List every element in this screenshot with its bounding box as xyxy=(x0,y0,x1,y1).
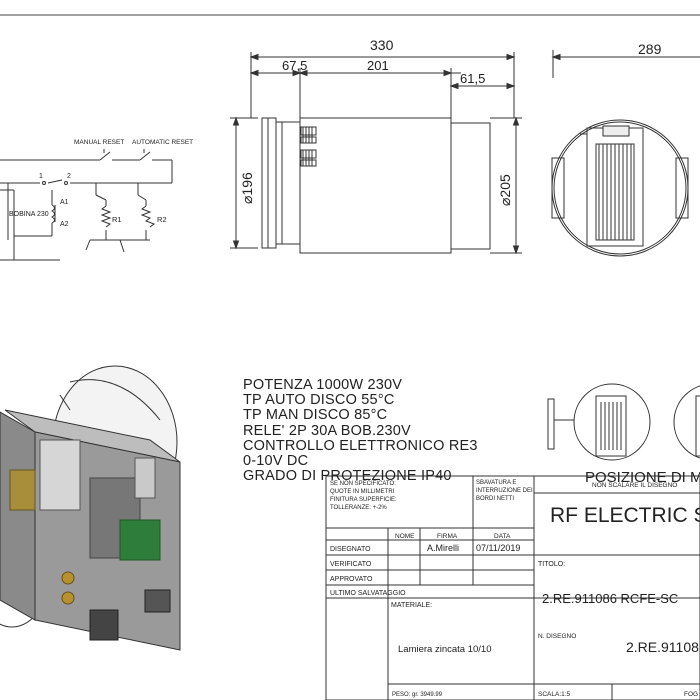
col-data: DATA xyxy=(494,533,511,540)
spec-line: RELE' 2P 30A BOB.230V xyxy=(243,422,411,439)
a2-label: A2 xyxy=(60,221,69,228)
dim-right-offset: 61,5 xyxy=(460,71,485,86)
n-disegno-label: N. DISEGNO xyxy=(538,633,576,640)
title-block-text: SE NON SPECIFICATO: QUOTE IN MILLIMETRI … xyxy=(330,480,700,698)
materiale-label: MATERIALE: xyxy=(391,602,432,609)
side-view: 330 67,5 201 61,5 ⌀196 xyxy=(230,37,522,255)
spec-line: CONTROLLO ELETTRONICO RE3 xyxy=(243,437,478,454)
spec-line: TP AUTO DISCO 55°C xyxy=(243,392,395,409)
spec-line: GRADO DI PROTEZIONE IP40 xyxy=(243,468,452,485)
row-ultimo-salvataggio: ULTIMO SALVATAGGIO xyxy=(330,590,406,597)
peso: PESO: gr. 3949.99 xyxy=(392,692,443,698)
col-firma: FIRMA xyxy=(437,533,458,540)
drawing-date: 07/11/2019 xyxy=(476,543,520,553)
note-line-1: SE NON SPECIFICATO: xyxy=(330,481,396,487)
deburr-line-2: INTERRUZIONE DEI xyxy=(476,488,533,494)
designer-name: A.Mirelli xyxy=(427,543,459,553)
product-title: RF ELECTRIC S xyxy=(550,504,700,527)
wiring-schematic: MANUAL RESET AUTOMATIC RESET 1 2 A1 A2 B… xyxy=(0,139,193,261)
dim-outer-diameter: ⌀205 xyxy=(497,174,513,206)
spec-line: 0-10V DC xyxy=(243,453,309,470)
materiale-value: Lamiera zincata 10/10 xyxy=(398,644,491,655)
deburr-line-3: BORDI NETTI xyxy=(476,496,514,502)
spec-line: POTENZA 1000W 230V xyxy=(243,377,403,393)
titolo-value: 2.RE.911086 RCFE-SC xyxy=(542,591,678,606)
note-line-4: TOLLERANZE: +-2% xyxy=(330,505,387,511)
row-approvato: APPROVATO xyxy=(330,576,373,583)
no-scale-note: NON SCALARE IL DISEGNO xyxy=(592,482,677,489)
dim-left-offset: 67,5 xyxy=(282,58,307,73)
n-disegno-value: 2.RE.91108 xyxy=(626,639,699,655)
spec-list: POTENZA 1000W 230V TP AUTO DISCO 55°C TP… xyxy=(243,377,478,485)
r1-label: R1 xyxy=(112,215,122,224)
row-disegnato: DISEGNATO xyxy=(330,546,371,553)
deburr-line-1: SBAVATURA E xyxy=(476,480,516,486)
dim-inner-diameter: ⌀196 xyxy=(239,172,255,204)
coil-label: BOBINA 230 xyxy=(9,211,49,218)
position-views xyxy=(547,383,700,461)
a1-label: A1 xyxy=(60,199,69,206)
foglio: FOG xyxy=(684,691,698,698)
automatic-reset-label: AUTOMATIC RESET xyxy=(132,139,193,146)
positions-label: POSIZIONE DI M xyxy=(585,469,700,486)
title-block xyxy=(325,475,700,700)
col-nome: NOME xyxy=(395,533,415,540)
note-line-2: QUOTE IN MILLIMETRI xyxy=(330,489,395,495)
scala: SCALA:1:5 xyxy=(538,691,571,698)
end-view: 289 xyxy=(551,41,700,257)
contact-2-label: 2 xyxy=(67,173,71,180)
dim-end-view-width: 289 xyxy=(638,41,662,57)
r2-label: R2 xyxy=(157,215,167,224)
dim-overall-length: 330 xyxy=(370,37,394,53)
manual-reset-label: MANUAL RESET xyxy=(74,139,124,146)
contact-1-label: 1 xyxy=(39,173,43,180)
titolo-label: TITOLO: xyxy=(538,561,565,568)
spec-line: TP MAN DISCO 85°C xyxy=(243,407,388,424)
note-line-3: FINITURA SUPERFICIE: xyxy=(330,497,397,503)
row-verificato: VERIFICATO xyxy=(330,561,372,568)
dim-middle: 201 xyxy=(367,58,389,73)
isometric-view xyxy=(0,365,181,651)
